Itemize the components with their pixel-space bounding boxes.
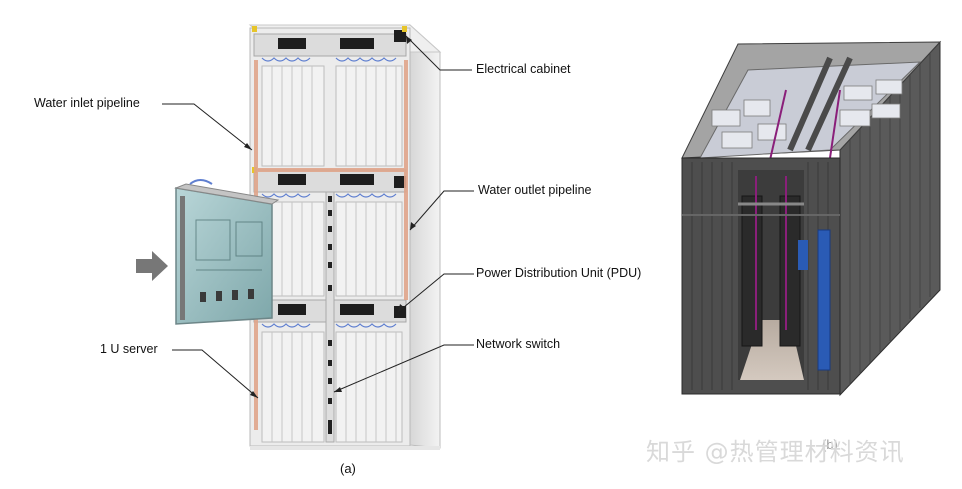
label-water-inlet-pipeline: Water inlet pipeline — [34, 96, 140, 110]
rack-cabinet — [248, 23, 442, 450]
caption-a: (a) — [340, 461, 356, 476]
label-water-outlet-pipeline: Water outlet pipeline — [478, 183, 592, 197]
label-electrical-cabinet: Electrical cabinet — [476, 62, 571, 76]
leader-lines — [162, 35, 474, 399]
pulled-out-server — [174, 179, 280, 325]
insert-arrow — [136, 251, 168, 281]
watermark: 知乎 @热管理材料资讯 — [646, 438, 905, 466]
caption-b: (b) — [822, 437, 838, 452]
label-pdu: Power Distribution Unit (PDU) — [476, 266, 642, 280]
label-network-switch: Network switch — [476, 337, 561, 351]
label-1u-server: 1 U server — [100, 342, 158, 356]
container-illustration — [681, 40, 942, 397]
